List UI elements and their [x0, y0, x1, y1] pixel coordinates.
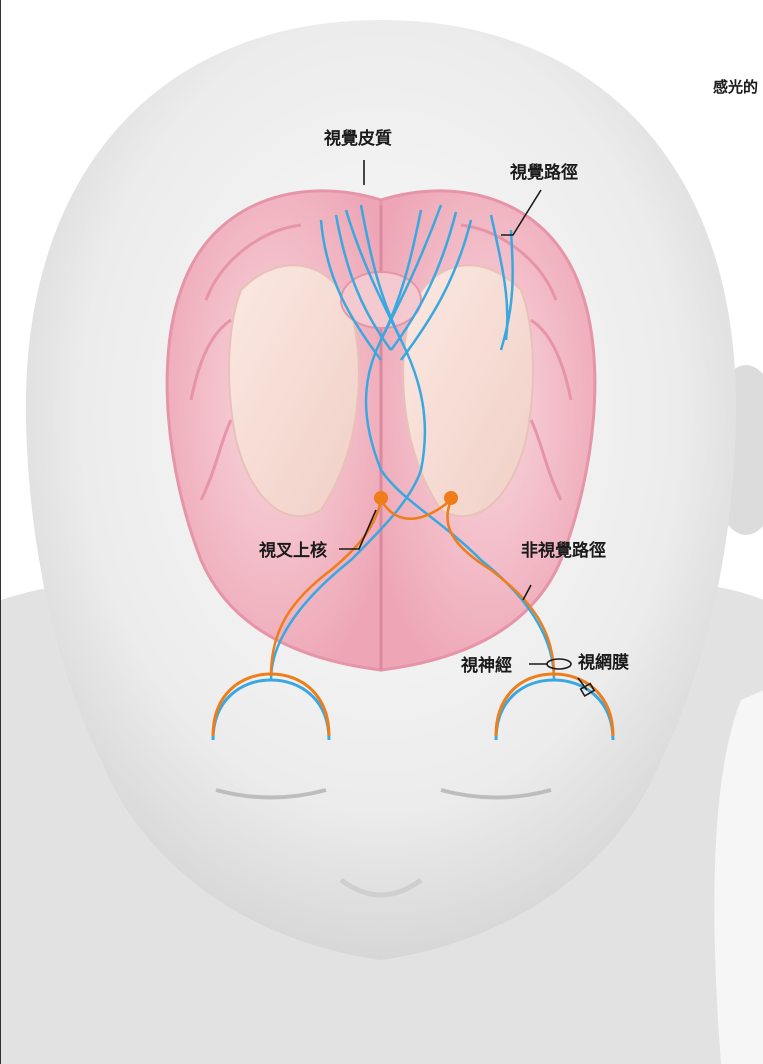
label-visual-cortex: 視覺皮質: [323, 128, 392, 149]
label-scn: 視叉上核: [258, 540, 327, 561]
label-optic-nerve: 視神經: [460, 655, 512, 676]
label-non-visual-pathway: 非視覺路徑: [521, 540, 606, 561]
scn-right-nucleus: [444, 491, 458, 505]
label-visual-pathway: 視覺路徑: [509, 162, 578, 183]
scn-left-nucleus: [374, 491, 388, 505]
label-retina: 視網膜: [577, 652, 629, 673]
corner-caption: 感光的: [713, 78, 758, 96]
